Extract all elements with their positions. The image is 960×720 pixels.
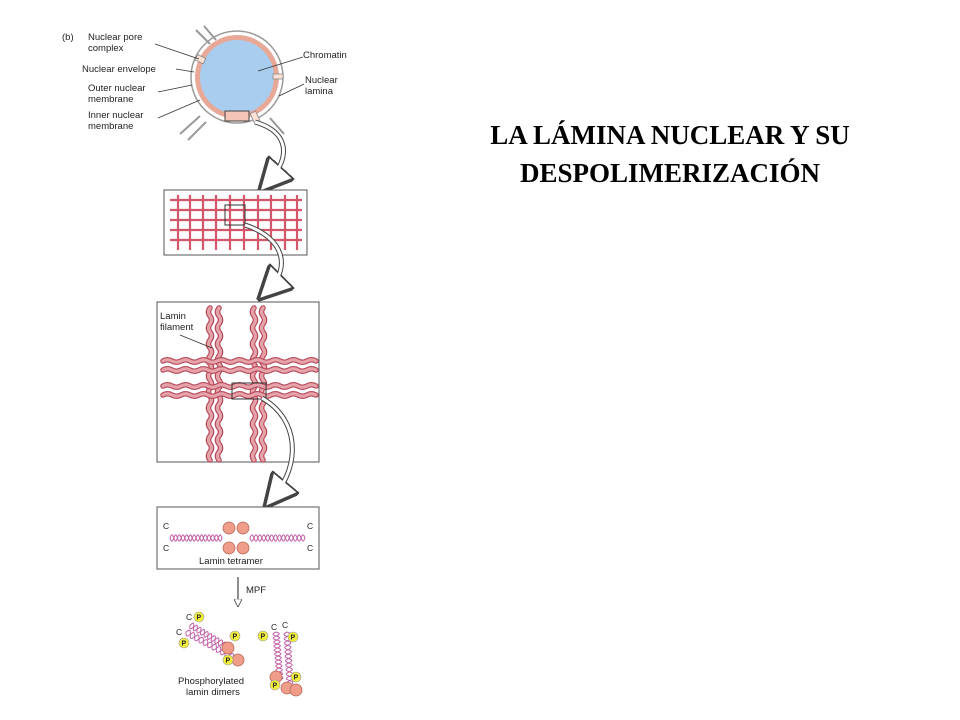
helix-left — [169, 534, 223, 542]
label-outer-membrane: Outer nuclear — [88, 83, 146, 94]
label-complex: complex — [88, 43, 124, 54]
lamin-filament-panel: Lamin filament — [156, 301, 320, 463]
phosphate-group: P — [257, 630, 269, 642]
slide-title: LA LÁMINA NUCLEAR Y SU DESPOLIMERIZACIÓN — [430, 116, 910, 192]
phosphorylated-dimers: P P P P P P P — [176, 611, 303, 698]
label-lamin-tetramer: Lamin tetramer — [199, 556, 263, 567]
lamin-head — [221, 641, 235, 655]
label-lamin: Lamin — [160, 311, 186, 322]
grid-zoom-box — [224, 204, 246, 226]
panel-label: (b) — [62, 32, 74, 43]
helix-strand — [249, 534, 306, 542]
phosphate-group: P — [229, 630, 241, 642]
phosphate-group: P — [193, 611, 205, 623]
svg-text:P: P — [197, 615, 202, 622]
lamin-filament-strand — [206, 306, 214, 462]
lamin-filament-strand — [161, 367, 318, 373]
svg-text:P: P — [226, 658, 231, 665]
label-inner-membrane-2: membrane — [88, 121, 133, 132]
svg-text:P: P — [261, 634, 266, 641]
svg-text:P: P — [233, 634, 238, 641]
phosphate-group: P — [269, 679, 281, 691]
phosphate-group: P — [222, 654, 234, 666]
label-lamin-dimers: lamin dimers — [186, 687, 240, 698]
lamina-box — [224, 110, 250, 122]
lamin-head — [222, 541, 236, 555]
label-inner-membrane: Inner nuclear — [88, 110, 143, 121]
svg-text:P: P — [291, 635, 296, 642]
lamin-filament-strand — [161, 358, 318, 364]
filament-zoom-box — [231, 382, 267, 400]
helix-right — [249, 534, 306, 542]
label-outer-membrane-2: membrane — [88, 94, 133, 105]
label-nuclear-envelope: Nuclear envelope — [82, 64, 156, 75]
lamin-head — [236, 521, 250, 535]
nucleus-panel: (b) Nuclear pore complex — [62, 25, 347, 141]
phosphate-group: P — [287, 631, 299, 643]
slide-title-line-1: LA LÁMINA NUCLEAR Y SU — [490, 120, 850, 150]
c-terminus: C — [163, 543, 169, 553]
label-lamina: lamina — [305, 86, 334, 97]
label-phosphorylated: Phosphorylated — [178, 676, 244, 687]
lamin-head — [236, 541, 250, 555]
lamin-tetramer-panel: C C C C Lamin tetramer — [156, 506, 320, 570]
helix-strand — [283, 631, 294, 686]
lamin-head — [222, 521, 236, 535]
nuclear-pore — [272, 73, 284, 80]
lamina-grid-panel — [163, 189, 308, 256]
lamin-head — [289, 683, 303, 697]
c-terminus: C — [307, 543, 313, 553]
c-terminus: C — [307, 521, 313, 531]
lamin-filaments — [160, 305, 319, 463]
dimer-helix — [283, 631, 294, 686]
c-terminus: C — [176, 627, 182, 637]
label-nuclear-pore: Nuclear pore — [88, 32, 142, 43]
helix-strand — [169, 534, 223, 542]
zoom-arrow-1 — [254, 119, 284, 180]
slide-title-line-2: DESPOLIMERIZACIÓN — [519, 158, 821, 188]
phosphate-group: P — [290, 671, 302, 683]
svg-text:P: P — [182, 641, 187, 648]
phosphate-group: P — [178, 637, 190, 649]
lamina-grid — [170, 195, 302, 250]
lamin-filament-strand — [259, 306, 267, 462]
c-terminus: C — [186, 612, 192, 622]
lamin-filament-strand — [161, 383, 318, 389]
label-filament: filament — [160, 322, 194, 333]
label-nuclear-lamina: Nuclear — [305, 75, 338, 86]
lamin-head — [231, 653, 245, 667]
c-terminus: C — [282, 620, 288, 630]
svg-text:P: P — [294, 675, 299, 682]
nucleus-interior — [200, 40, 274, 114]
c-terminus: C — [163, 521, 169, 531]
svg-text:P: P — [273, 683, 278, 690]
c-terminus: C — [271, 622, 277, 632]
label-chromatin: Chromatin — [303, 50, 347, 61]
label-mpf: MPF — [246, 585, 266, 596]
lamin-filament-strand — [161, 392, 318, 398]
nuclear-pore — [194, 54, 207, 65]
